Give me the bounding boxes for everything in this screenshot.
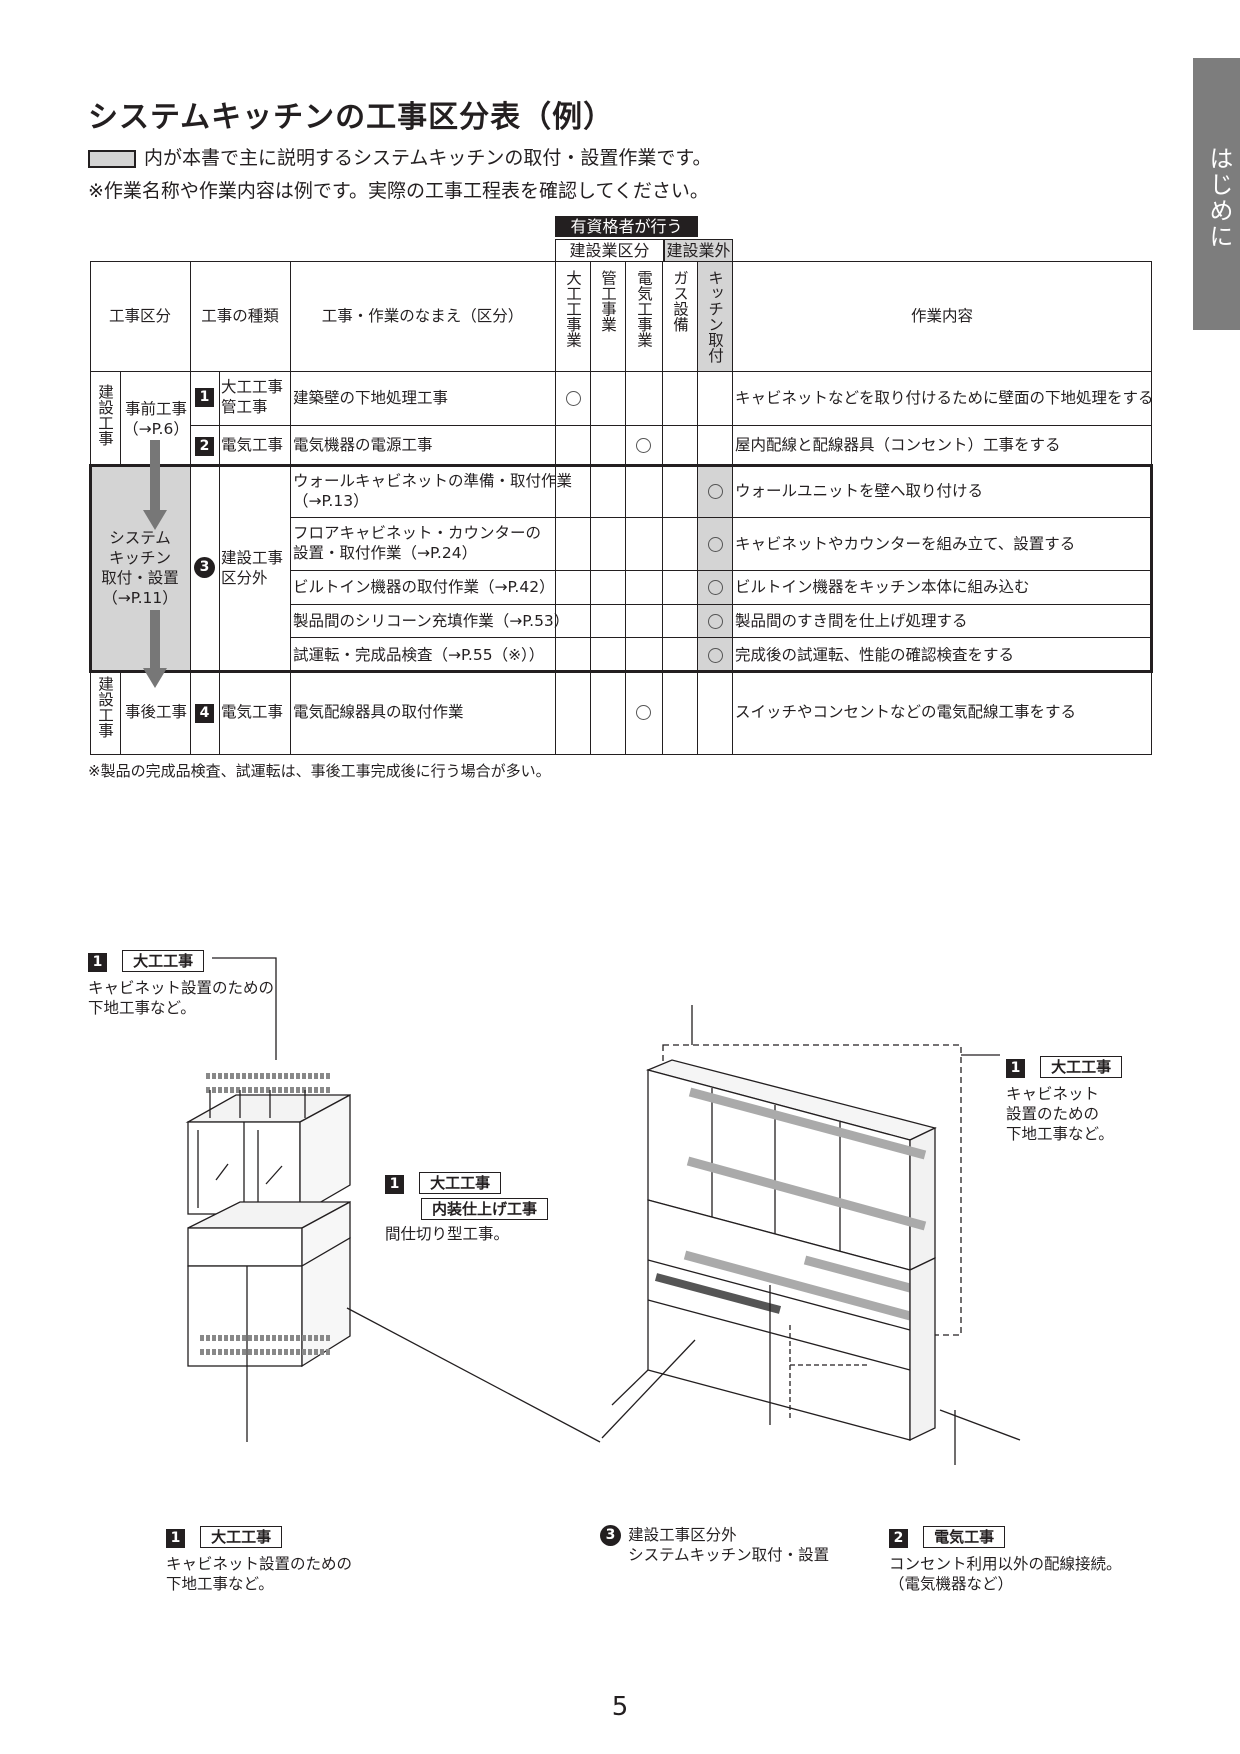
check-mark [566, 391, 581, 406]
pre-work-ref: （→P.6） [123, 420, 189, 438]
kitchen-col-shade [697, 466, 732, 671]
callout-label: 大工工事 [122, 950, 205, 972]
system-kitchen-frame [89, 464, 1153, 673]
callout-label: 電気工事 [923, 1526, 1006, 1548]
page-number: 5 [611, 1692, 629, 1722]
callout-badge: 3 [600, 1525, 621, 1546]
row-content: 完成後の試運転、性能の確認検査をする [735, 646, 1015, 664]
callout-system-install: 3 建設工事区分外 システムキッチン取付・設置 [600, 1525, 829, 1565]
row-content: ビルトイン機器をキッチン本体に組み込む [735, 578, 1030, 596]
check-mark [708, 484, 723, 499]
type-4: 電気工事 [221, 703, 284, 721]
callout-text: 間仕切り型工事。 [385, 1225, 510, 1243]
group-construction-header: 建設業区分 [555, 239, 664, 261]
page-title: システムキッチンの工事区分表（例） [88, 100, 615, 135]
intro-line-2: ※作業名称や作業内容は例です。実際の工事工程表を確認してください。 [88, 180, 709, 202]
col-header-gas: ガス設備 [671, 270, 689, 332]
col-header-namae: 工事・作業のなまえ（区分） [321, 307, 524, 325]
callout-electrical: 2 電気工事 コンセント利用以外の配線接続。 （電気機器など） [889, 1526, 1122, 1594]
check-mark [708, 580, 723, 595]
num-badge-1: 1 [195, 388, 214, 407]
callout-badge: 1 [1006, 1059, 1025, 1078]
type-1: 大工工事 管工事 [221, 378, 284, 416]
group-kensetsu-top: 建設工事 [96, 384, 114, 446]
check-mark [708, 614, 723, 629]
intro-line-1: 内が本書で主に説明するシステムキッチンの取付・設置作業です。 [88, 143, 712, 170]
callout-partition: 1 大工工事 内装仕上げ工事 間仕切り型工事。 [385, 1172, 549, 1244]
check-mark [636, 705, 651, 720]
callout-wall-base: 1 大工工事 キャビネット設置のための 下地工事など。 [88, 950, 274, 1018]
callout-label: 大工工事 [1040, 1056, 1123, 1078]
callout-text: キャビネット設置のための 下地工事など。 [166, 1555, 353, 1593]
col-header-shurui: 工事の種類 [201, 307, 279, 325]
col-header-kitchen: キッチン取付 [706, 270, 724, 363]
row-name: 試運転・完成品検査（→P.55（※）） [293, 646, 545, 664]
work-classification-table: 有資格者が行う 建設業区分 建設業外 工事区分 工事の種類 工事・作業のなまえ（… [0, 0, 1240, 780]
footnote: ※製品の完成品検査、試運転は、事後工事完成後に行う場合が多い。 [88, 762, 551, 780]
side-tab[interactable]: はじめに [1193, 58, 1240, 330]
type-3: 建設工事 区分外 [221, 549, 284, 587]
col-header-kan: 管工事業 [599, 270, 617, 332]
row-name: ウォールキャビネットの準備・取付作業 （→P.13） [293, 472, 573, 510]
row-content: キャビネットやカウンターを組み立て、設置する [735, 535, 1076, 553]
row-content: スイッチやコンセントなどの電気配線工事をする [735, 703, 1077, 721]
system-kitchen-label: システム キッチン 取付・設置 （→P.11） [101, 529, 179, 607]
group-kensetsu-bottom: 建設工事 [96, 676, 114, 738]
qualified-header: 有資格者が行う [555, 216, 698, 237]
callout-badge: 1 [385, 1175, 404, 1194]
callout-label: 大工工事 [419, 1172, 502, 1194]
callout-text: コンセント利用以外の配線接続。 （電気機器など） [889, 1555, 1122, 1593]
callout-badge: 1 [88, 953, 107, 972]
row-name: フロアキャビネット・カウンターの 設置・取付作業（→P.24） [293, 524, 542, 562]
col-header-kubun: 工事区分 [108, 307, 171, 325]
row-name: 電気配線器具の取付作業 [293, 703, 464, 721]
check-mark [708, 648, 723, 663]
highlight-legend-swatch [88, 149, 136, 168]
row-name: ビルトイン機器の取付作業（→P.42） [293, 578, 555, 596]
row-name: 製品間のシリコーン充填作業（→P.53） [293, 612, 570, 630]
row-content: キャビネットなどを取り付けるために壁面の下地処理をする [735, 389, 1154, 407]
kitchen-illustration [185, 957, 1021, 1465]
system-kitchen-shade [90, 466, 190, 671]
col-header-daiku: 大工工事業 [564, 270, 582, 348]
side-tab-label: はじめに [1205, 146, 1233, 250]
check-mark [636, 438, 651, 453]
callout-text: キャビネット設置のための 下地工事など。 [88, 979, 275, 1017]
callout-wall-right: 1 大工工事 キャビネット 設置のための 下地工事など。 [1006, 1056, 1123, 1144]
row-name: 電気機器の電源工事 [293, 436, 433, 454]
check-mark [708, 537, 723, 552]
group-nonconstruction-header: 建設業外 [664, 239, 733, 261]
kitchen-col-header-shade [697, 262, 732, 371]
callout-text: キャビネット 設置のための 下地工事など。 [1006, 1085, 1114, 1143]
col-header-naiyou: 作業内容 [910, 307, 973, 325]
callout-floor-base: 1 大工工事 キャビネット設置のための 下地工事など。 [166, 1526, 352, 1594]
callout-badge: 1 [166, 1529, 185, 1548]
callout-badge: 2 [889, 1529, 908, 1548]
intro-line-1-text: 内が本書で主に説明するシステムキッチンの取付・設置作業です。 [144, 147, 712, 169]
num-badge-4: 4 [195, 704, 214, 723]
callout-label: 大工工事 [200, 1526, 283, 1548]
row-content: 屋内配線と配線器具（コンセント）工事をする [735, 436, 1061, 454]
callout-text: 建設工事区分外 システムキッチン取付・設置 [628, 1526, 830, 1564]
row-content: 製品間のすき間を仕上げ処理する [735, 612, 968, 630]
num-badge-2: 2 [195, 437, 214, 456]
pre-work-label: 事前工事 [124, 400, 187, 418]
type-2: 電気工事 [221, 436, 284, 454]
col-header-denki: 電気工事業 [635, 270, 653, 348]
row-content: ウォールユニットを壁へ取り付ける [735, 482, 984, 500]
post-work-label: 事後工事 [124, 703, 187, 721]
callout-label-2: 内装仕上げ工事 [421, 1198, 549, 1220]
num-badge-3: 3 [194, 557, 215, 578]
flow-arrow [143, 440, 167, 688]
row-name: 建築壁の下地処理工事 [293, 389, 449, 407]
